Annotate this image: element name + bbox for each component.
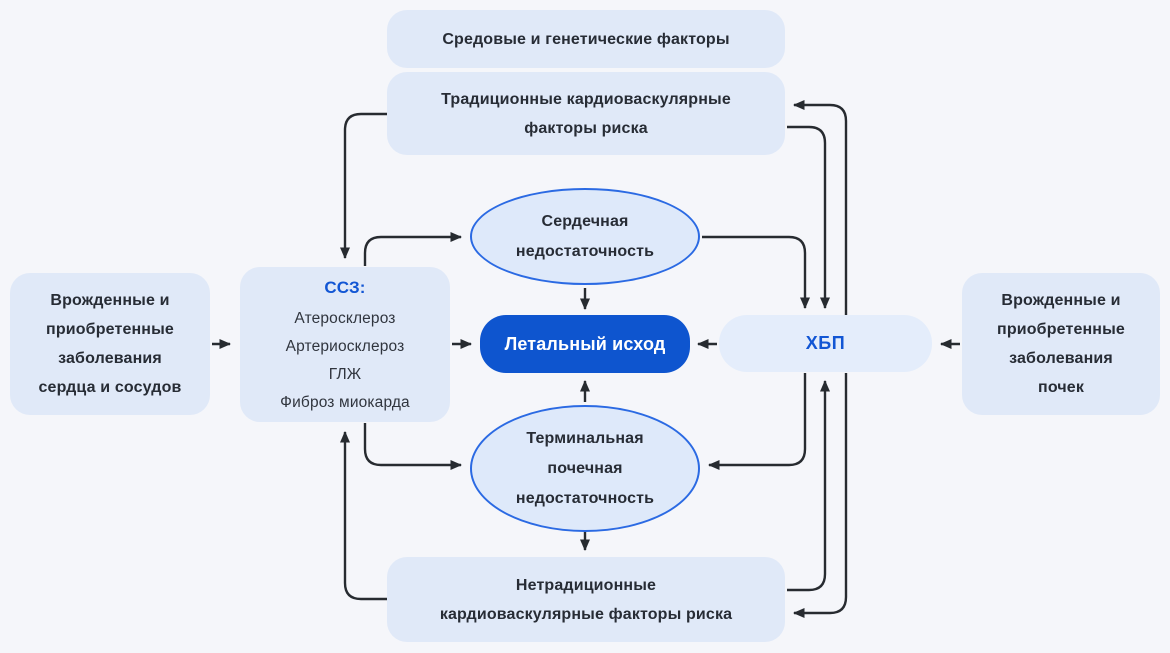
arrow-ckd-to-terminal-renal (708, 373, 807, 470)
cvd-item: ГЛЖ (328, 365, 362, 383)
node-label: факторы риска (524, 119, 648, 137)
arrow-nontraditional-to-ckd (787, 380, 830, 592)
node-label: почечная (547, 459, 623, 477)
node-label: ХБП (805, 333, 846, 353)
node-label: Средовые и генетические факторы (442, 30, 730, 48)
node-nontraditional-risk-factors: Нетрадиционные кардиоваскулярные факторы… (387, 557, 785, 642)
cvd-item: Фиброз миокарда (280, 393, 410, 411)
node-label: Традиционные кардиоваскулярные (441, 90, 731, 108)
node-cvd: ССЗ: Атеросклероз Артериосклероз ГЛЖ Фиб… (240, 267, 450, 422)
arrow-cvd-to-heart-failure (363, 232, 462, 266)
node-traditional-risk-factors: Традиционные кардиоваскулярные факторы р… (387, 72, 785, 155)
node-label: приобретенные (997, 321, 1125, 338)
node-label: сердца и сосудов (38, 379, 182, 396)
node-label: Врожденные и (50, 292, 170, 309)
node-label: почек (1038, 379, 1084, 396)
node-label: Терминальная (526, 429, 644, 447)
cvd-item: Атеросклероз (294, 309, 396, 327)
node-lethal-outcome: Летальный исход (480, 315, 690, 373)
arrow-traditional-to-ckd (787, 125, 830, 309)
arrow-heart-failure-to-ckd (702, 235, 810, 309)
node-label: заболевания (58, 350, 162, 367)
node-label: недостаточность (515, 489, 655, 507)
cvd-title: ССЗ: (324, 277, 366, 297)
arrow-ckd-to-traditional (793, 100, 848, 315)
cvd-item: Артериосклероз (285, 337, 405, 355)
node-terminal-renal-failure: Терминальная почечная недостаточность (470, 405, 700, 532)
arrow-ckd-to-nontraditional (793, 373, 848, 618)
arrow-cvd-to-terminal-renal (363, 423, 462, 470)
node-label: Врожденные и (1001, 292, 1121, 309)
node-environmental-factors: Средовые и генетические факторы (387, 10, 785, 68)
node-label: Нетрадиционные (515, 576, 657, 594)
node-heart-failure: Сердечная недостаточность (470, 188, 700, 285)
node-label: Сердечная (541, 212, 629, 230)
node-ckd: ХБП (719, 315, 932, 372)
node-label: Летальный исход (504, 333, 666, 354)
node-kidney-disease: Врожденные и приобретенные заболевания п… (962, 273, 1160, 415)
arrow-nontraditional-to-cvd (340, 431, 387, 601)
arrow-traditional-to-cvd (340, 112, 387, 259)
node-label: недостаточность (515, 242, 655, 260)
node-label: кардиоваскулярные факторы риска (439, 605, 733, 623)
node-label: заболевания (1009, 350, 1113, 367)
node-heart-vessel-disease: Врожденные и приобретенные заболевания с… (10, 273, 210, 415)
node-label: приобретенные (46, 321, 174, 338)
